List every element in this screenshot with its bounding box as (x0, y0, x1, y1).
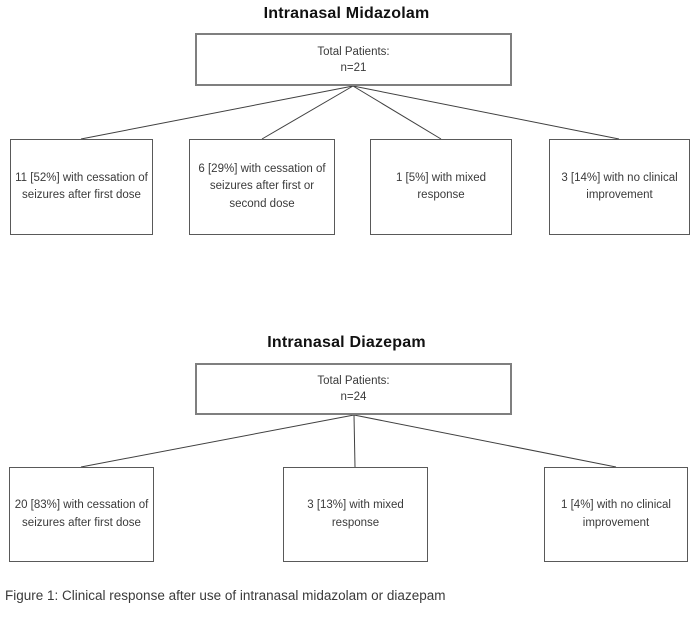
outcome-box-diazepam-cessation-first-dose: 20 [83%] with cessation of seizures afte… (9, 467, 154, 562)
figure-caption: Figure 1: Clinical response after use of… (5, 588, 446, 603)
connector-diazepam-2 (353, 414, 356, 468)
outcome-label: 1 [4%] with no clinical improvement (561, 499, 671, 529)
total-patients-n: n=24 (340, 391, 367, 403)
outcome-box-diazepam-no-improvement: 1 [4%] with no clinical improvement (544, 467, 688, 562)
outcome-label: 11 [52%] with cessation of seizures afte… (15, 171, 148, 201)
connector-diazepam-3 (353, 414, 617, 468)
connector-midazolam-4 (352, 85, 620, 140)
total-patients-text: Total Patients: n=24 (317, 373, 389, 405)
chart-title-diazepam: Intranasal Diazepam (267, 334, 426, 351)
total-patients-text: Total Patients: n=21 (317, 44, 389, 76)
connector-diazepam-1 (80, 414, 355, 468)
total-patients-label: Total Patients: (317, 375, 390, 387)
outcome-box-diazepam-mixed-response: 3 [13%] with mixed response (283, 467, 428, 562)
outcome-label: 20 [83%] with cessation of seizures afte… (14, 499, 149, 529)
connector-midazolam-1 (80, 85, 354, 140)
outcome-label: 6 [29%] with cessation of seizures after… (198, 163, 326, 210)
total-patients-box-midazolam: Total Patients: n=21 (195, 33, 512, 86)
outcome-box-midazolam-no-improvement: 3 [14%] with no clinical improvement (549, 139, 690, 235)
total-patients-box-diazepam: Total Patients: n=24 (195, 363, 512, 415)
outcome-label: 3 [14%] with no clinical improvement (561, 171, 678, 201)
outcome-label: 3 [13%] with mixed response (307, 499, 404, 529)
connector-midazolam-2 (261, 85, 354, 140)
outcome-box-midazolam-cessation-first-or-second-dose: 6 [29%] with cessation of seizures after… (189, 139, 335, 235)
chart-title-midazolam: Intranasal Midazolam (263, 5, 430, 22)
total-patients-label: Total Patients: (317, 45, 390, 58)
outcome-box-midazolam-cessation-first-dose: 11 [52%] with cessation of seizures afte… (10, 139, 153, 235)
outcome-label: 1 [5%] with mixed response (395, 171, 487, 201)
total-patients-n: n=21 (340, 61, 367, 74)
outcome-box-midazolam-mixed-response: 1 [5%] with mixed response (370, 139, 512, 235)
connector-midazolam-3 (352, 85, 442, 140)
